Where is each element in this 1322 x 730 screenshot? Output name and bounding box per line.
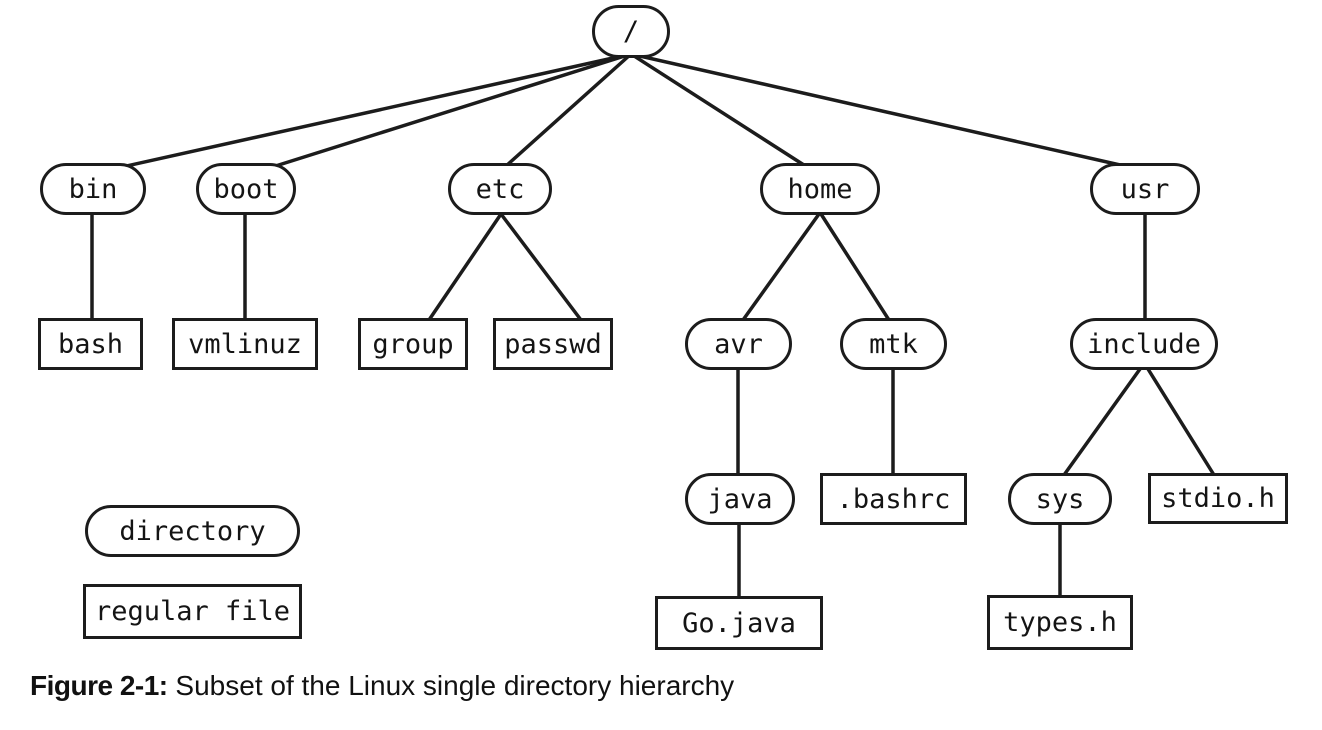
node-root: / <box>592 5 670 58</box>
node-mtk: mtk <box>840 318 947 370</box>
node-bash: bash <box>38 318 143 370</box>
node-boot: boot <box>196 163 296 215</box>
edge-root-bin <box>111 52 633 171</box>
node-stdio-h: stdio.h <box>1148 473 1288 524</box>
node-vmlinuz: vmlinuz <box>172 318 318 370</box>
edge-include-sys <box>1062 367 1142 477</box>
node-java: java <box>685 473 795 525</box>
node-passwd: passwd <box>493 318 613 370</box>
edge-etc-passwd <box>499 212 583 322</box>
edge-home-avr <box>741 212 821 322</box>
node-go-java: Go.java <box>655 596 823 650</box>
edge-root-usr <box>629 52 1131 169</box>
edge-root-boot <box>264 52 633 171</box>
node-etc: etc <box>448 163 552 215</box>
node-usr: usr <box>1090 163 1200 215</box>
edge-include-stdio-h <box>1146 367 1216 477</box>
node-avr: avr <box>685 318 792 370</box>
node-types-h: types.h <box>987 595 1133 650</box>
node-sys: sys <box>1008 473 1112 525</box>
edge-home-mtk <box>819 212 891 322</box>
figure-caption-number: Figure 2-1: <box>30 670 168 701</box>
node-bin: bin <box>40 163 146 215</box>
legend-regular-file-shape: regular file <box>83 584 302 639</box>
figure-caption-text: Subset of the Linux single directory hie… <box>175 670 735 701</box>
edge-root-etc <box>504 52 633 168</box>
figure-caption: Figure 2-1: Subset of the Linux single d… <box>30 670 734 702</box>
edge-etc-group <box>427 212 503 322</box>
node-group: group <box>358 318 468 370</box>
edge-root-home <box>629 52 809 169</box>
legend-directory-shape: directory <box>85 505 300 557</box>
node-include: include <box>1070 318 1218 370</box>
node-home: home <box>760 163 880 215</box>
node-bashrc: .bashrc <box>820 473 967 525</box>
